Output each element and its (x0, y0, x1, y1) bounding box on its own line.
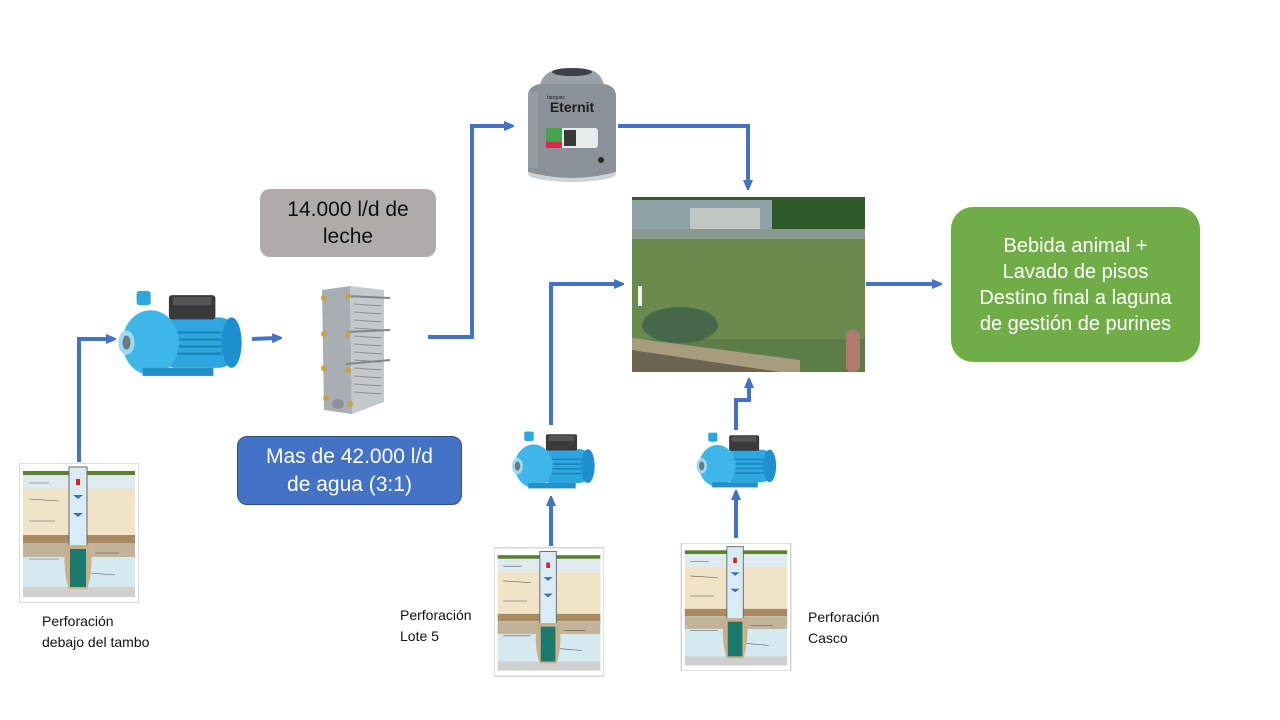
flow-arrow-pump-to-exchanger (251, 338, 278, 339)
well-lote5-label: Perforación Lote 5 (400, 607, 472, 644)
tank-brand-text: Eternit (550, 99, 595, 115)
pump-casco-image (695, 431, 777, 489)
reservoir-photo (632, 197, 865, 372)
water-tank-image: Eternit tanques (528, 68, 616, 182)
well-casco-label: Perforación Casco (808, 609, 880, 646)
well-tambo-image (19, 463, 139, 603)
well-lote5-image (494, 547, 604, 677)
flow-arrow-tank-to-reservoir (618, 124, 748, 186)
milk-volume-box: 14.000 l/d de leche (260, 189, 436, 257)
tank-brand-small-text: tanques (547, 95, 565, 101)
well-casco-image (680, 543, 792, 671)
destination-text: Bebida animal + Lavado de pisos Destino … (979, 234, 1172, 335)
flow-arrow-pump-lote5-to-reservoir (549, 284, 620, 425)
pump-main-image (117, 290, 243, 377)
flow-arrow-well-tambo-to-pump (77, 339, 112, 462)
pump-lote5-image (511, 430, 596, 490)
water-volume-text: Mas de 42.000 l/d de agua (3:1) (266, 445, 433, 496)
destination-box: Bebida animal + Lavado de pisos Destino … (951, 207, 1200, 362)
heat-exchanger-image (321, 286, 391, 414)
water-volume-box: Mas de 42.000 l/d de agua (3:1) (237, 436, 462, 505)
flow-arrow-exchanger-to-tank (428, 126, 510, 339)
milk-volume-text: 14.000 l/d de leche (287, 197, 409, 248)
well-tambo-label: Perforación debajo del tambo (42, 613, 150, 650)
flow-arrow-pump-casco-to-reservoir (734, 382, 749, 430)
